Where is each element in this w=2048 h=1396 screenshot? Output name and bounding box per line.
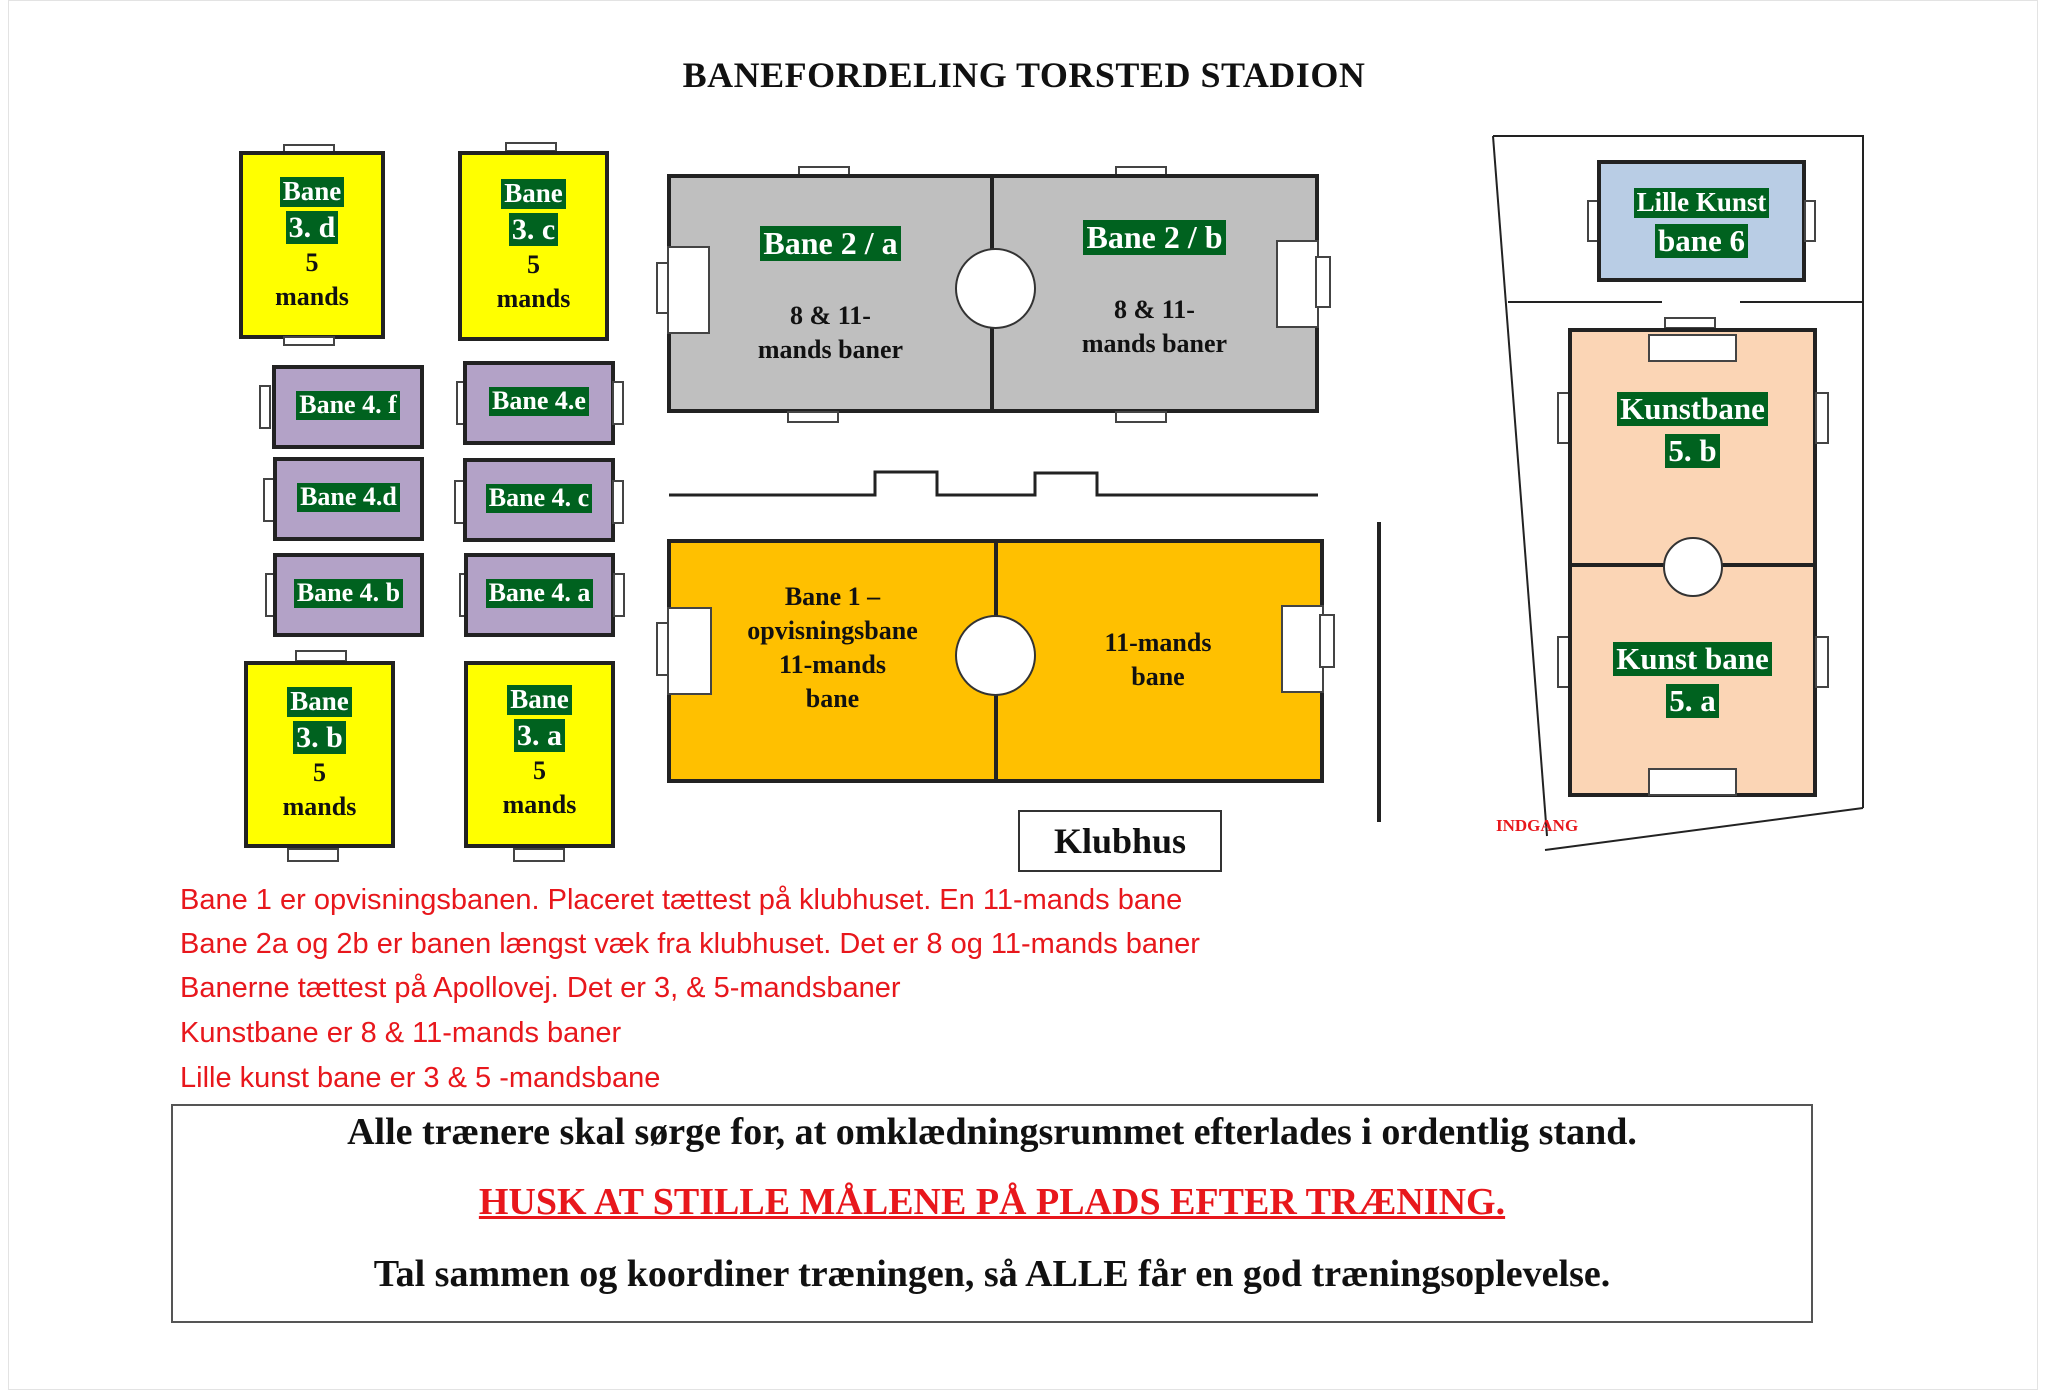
- field-bane-4f[interactable]: Bane 4. f: [272, 365, 424, 449]
- field-bane-5[interactable]: Kunstbane 5. b Kunst bane 5. a: [1568, 328, 1817, 797]
- field-bane-2[interactable]: Bane 2 / a 8 & 11- mands baner Bane 2 / …: [667, 174, 1319, 413]
- field-label: Lille Kunst: [1633, 187, 1770, 218]
- goal: [1319, 614, 1335, 668]
- page-title: BANEFORDELING TORSTED STADION: [682, 55, 1366, 95]
- note-line: Banerne tættest på Apollovej. Det er 3, …: [180, 972, 901, 1004]
- goal: [259, 385, 271, 429]
- goal: [612, 480, 624, 524]
- field-label: Bane 4.d: [297, 482, 400, 512]
- goal: [612, 381, 624, 425]
- field-label: opvisningsbane: [747, 616, 918, 645]
- field-label: bane 6: [1655, 223, 1748, 259]
- field-size: 11-mands: [1104, 628, 1212, 657]
- goal-box: [667, 607, 712, 695]
- field-label: Bane: [279, 176, 345, 207]
- goal: [513, 848, 565, 862]
- field-label: 3. c: [508, 213, 559, 246]
- field-size: 5: [533, 756, 546, 785]
- goal: [1815, 636, 1829, 688]
- goal: [1815, 392, 1829, 444]
- field-label: 3. a: [514, 719, 565, 752]
- field-label: Bane: [287, 686, 352, 717]
- field-label: Bane 2 / a: [760, 225, 901, 262]
- field-bane-4b[interactable]: Bane 4. b: [273, 553, 424, 637]
- field-label: Bane 1 –: [784, 582, 881, 611]
- goal: [1804, 200, 1816, 242]
- field-size: mands: [502, 790, 577, 819]
- field-bane-4e[interactable]: Bane 4.e: [463, 361, 615, 445]
- field-label: Bane 4. a: [485, 578, 594, 608]
- goal: [787, 411, 839, 423]
- field-size: bane: [1131, 662, 1185, 691]
- field-bane-6[interactable]: Lille Kunst bane 6: [1597, 160, 1806, 282]
- field-bane-3a[interactable]: Bane 3. a 5 mands: [464, 661, 615, 848]
- field-size: 5: [313, 758, 326, 787]
- field-bane-3c[interactable]: Bane 3. c 5 mands: [458, 151, 609, 341]
- field-label: Bane 4. c: [485, 483, 593, 513]
- field-bane-3b[interactable]: Bane 3. b 5 mands: [244, 661, 395, 848]
- field-bane-1[interactable]: Bane 1 – opvisningsbane 11-mands bane 11…: [667, 539, 1324, 783]
- goal: [283, 336, 335, 346]
- center-circle: [1663, 537, 1723, 597]
- note-line: Kunstbane er 8 & 11-mands baner: [180, 1017, 622, 1049]
- field-size: 5: [305, 248, 319, 277]
- center-circle: [955, 248, 1036, 329]
- goal: [1115, 411, 1167, 423]
- field-bane-3d[interactable]: Bane 3. d 5 mands: [239, 151, 385, 339]
- field-size: 11-mands: [779, 650, 886, 679]
- field-bane-4d[interactable]: Bane 4.d: [273, 457, 424, 541]
- field-size: bane: [805, 684, 860, 713]
- field-label: Bane 4. f: [296, 390, 400, 420]
- notice-line: Tal sammen og koordiner træningen, så AL…: [373, 1253, 1611, 1295]
- field-size: mands: [282, 792, 357, 821]
- note-line: Bane 2a og 2b er banen længst væk fra kl…: [180, 928, 1200, 960]
- page-frame: [8, 0, 2038, 1390]
- field-size: mands: [496, 284, 571, 313]
- notice-warning: HUSK AT STILLE MÅLENE PÅ PLADS EFTER TRÆ…: [478, 1181, 1506, 1223]
- field-label: Bane 2 / b: [1083, 219, 1226, 256]
- goal-box: [1648, 768, 1737, 796]
- field-label: Bane: [501, 178, 566, 209]
- notice-box: Alle trænere skal sørge for, at omklædni…: [171, 1104, 1813, 1323]
- field-size: 8 & 11-: [790, 301, 871, 330]
- notice-line: Alle trænere skal sørge for, at omklædni…: [347, 1111, 1637, 1153]
- note-line: Lille kunst bane er 3 & 5 -mandsbane: [180, 1062, 661, 1094]
- field-label: Kunst bane: [1613, 641, 1772, 677]
- clubhouse: Klubhus: [1018, 810, 1222, 872]
- entrance-label: INDGANG: [1496, 816, 1579, 835]
- field-label: 5. a: [1666, 683, 1719, 719]
- field-bane-4c[interactable]: Bane 4. c: [463, 458, 615, 542]
- field-size: mands: [275, 282, 349, 311]
- goal: [1315, 256, 1331, 308]
- field-bane-4a[interactable]: Bane 4. a: [464, 553, 615, 637]
- field-size: 5: [527, 250, 540, 279]
- goal: [613, 573, 625, 617]
- field-label: 3. b: [293, 721, 346, 754]
- field-size: 8 & 11-: [1114, 295, 1195, 324]
- goal: [287, 848, 339, 862]
- center-circle: [955, 615, 1036, 696]
- field-label: Bane: [507, 684, 572, 715]
- field-size: mands baner: [1081, 329, 1228, 358]
- field-label: 3. d: [285, 211, 339, 244]
- field-label: Bane 4.e: [489, 386, 589, 416]
- field-label: Kunstbane: [1617, 391, 1768, 427]
- goal-box: [667, 246, 710, 334]
- note-line: Bane 1 er opvisningsbanen. Placeret tætt…: [180, 884, 1183, 916]
- goal-box: [1648, 334, 1737, 362]
- field-size: mands baner: [757, 335, 904, 364]
- field-label: 5. b: [1665, 433, 1720, 469]
- field-label: Bane 4. b: [293, 578, 404, 608]
